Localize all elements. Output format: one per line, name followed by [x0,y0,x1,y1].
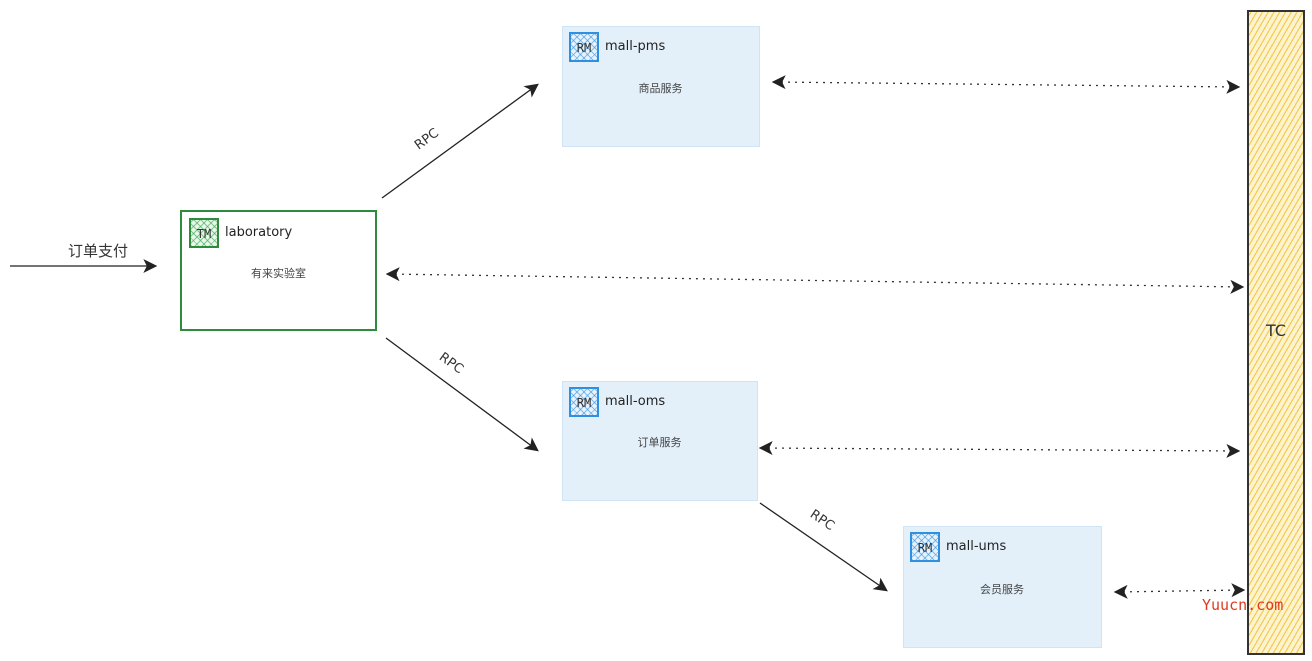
rm-badge-icon: RM [569,32,599,62]
tc-link-tm [385,267,1245,294]
rm-mall-pms-node: RM mall-pms 商品服务 [562,26,760,147]
tc-coordinator-node [1247,10,1305,655]
rm-mall-oms-node: RM mall-oms 订单服务 [562,381,758,501]
tm-desc: 有来实验室 [251,267,306,280]
tc-link-ums [1113,583,1246,599]
rm-mall-ums-node: RM mall-ums 会员服务 [903,526,1102,648]
tc-link-pms [771,75,1241,94]
rpc-arrow-pms [381,83,539,199]
watermark: Yuucn.com [1202,596,1284,614]
tc-link-oms [758,441,1241,458]
rpc-arrow-oms [385,337,539,452]
rpc-arrow-ums [759,502,888,592]
service-desc: 会员服务 [980,583,1024,596]
input-label: 订单支付 [68,242,129,260]
tc-label: TC [1265,321,1286,340]
service-name: mall-ums [946,539,1007,554]
rm-badge-icon: RM [569,387,599,417]
tm-laboratory-node: TM laboratory 有来实验室 [180,210,377,331]
service-name: mall-pms [605,39,666,54]
tm-name: laboratory [225,225,293,240]
service-name: mall-oms [605,394,666,409]
service-desc: 商品服务 [638,82,683,95]
rm-badge-icon: RM [910,532,940,562]
tm-badge-icon: TM [189,218,219,248]
service-desc: 订单服务 [637,436,682,449]
